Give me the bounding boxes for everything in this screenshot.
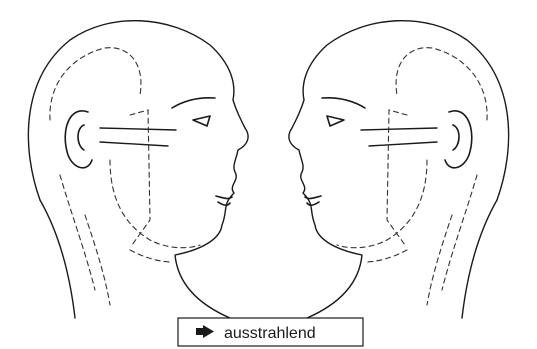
right-ear-inner bbox=[453, 125, 459, 150]
left-neck-region-1 bbox=[60, 175, 95, 290]
right-neck-back bbox=[462, 200, 497, 318]
left-ear-inner bbox=[78, 125, 84, 150]
left-eyebrow bbox=[172, 98, 215, 108]
legend-label: ausstrahlend bbox=[224, 325, 316, 342]
right-head-outline bbox=[289, 21, 509, 318]
left-neck-back bbox=[40, 200, 75, 318]
right-neck-region-1 bbox=[442, 175, 477, 290]
left-temporal-region bbox=[130, 110, 150, 245]
left-head-profile bbox=[28, 21, 248, 318]
right-temporal-region bbox=[387, 110, 407, 245]
left-neck-region-2 bbox=[85, 215, 110, 305]
right-jaw-region bbox=[337, 160, 427, 248]
left-occipital-region bbox=[50, 48, 141, 120]
right-eye bbox=[327, 116, 344, 126]
left-cheek-line-upper bbox=[100, 128, 176, 130]
left-throat-region bbox=[130, 250, 172, 262]
left-jaw-region bbox=[110, 160, 200, 248]
left-head-outline bbox=[28, 21, 248, 318]
left-cheek-line-lower bbox=[100, 142, 168, 146]
right-cheek-line-lower bbox=[369, 142, 437, 146]
right-eyebrow bbox=[322, 98, 365, 108]
right-cheek-line-upper bbox=[361, 128, 437, 130]
right-neck-region-2 bbox=[427, 215, 452, 305]
legend: ausstrahlend bbox=[178, 318, 363, 346]
right-throat-region bbox=[365, 250, 407, 262]
right-head-profile bbox=[289, 21, 509, 318]
left-eye bbox=[193, 116, 210, 126]
right-occipital-region bbox=[396, 48, 487, 120]
